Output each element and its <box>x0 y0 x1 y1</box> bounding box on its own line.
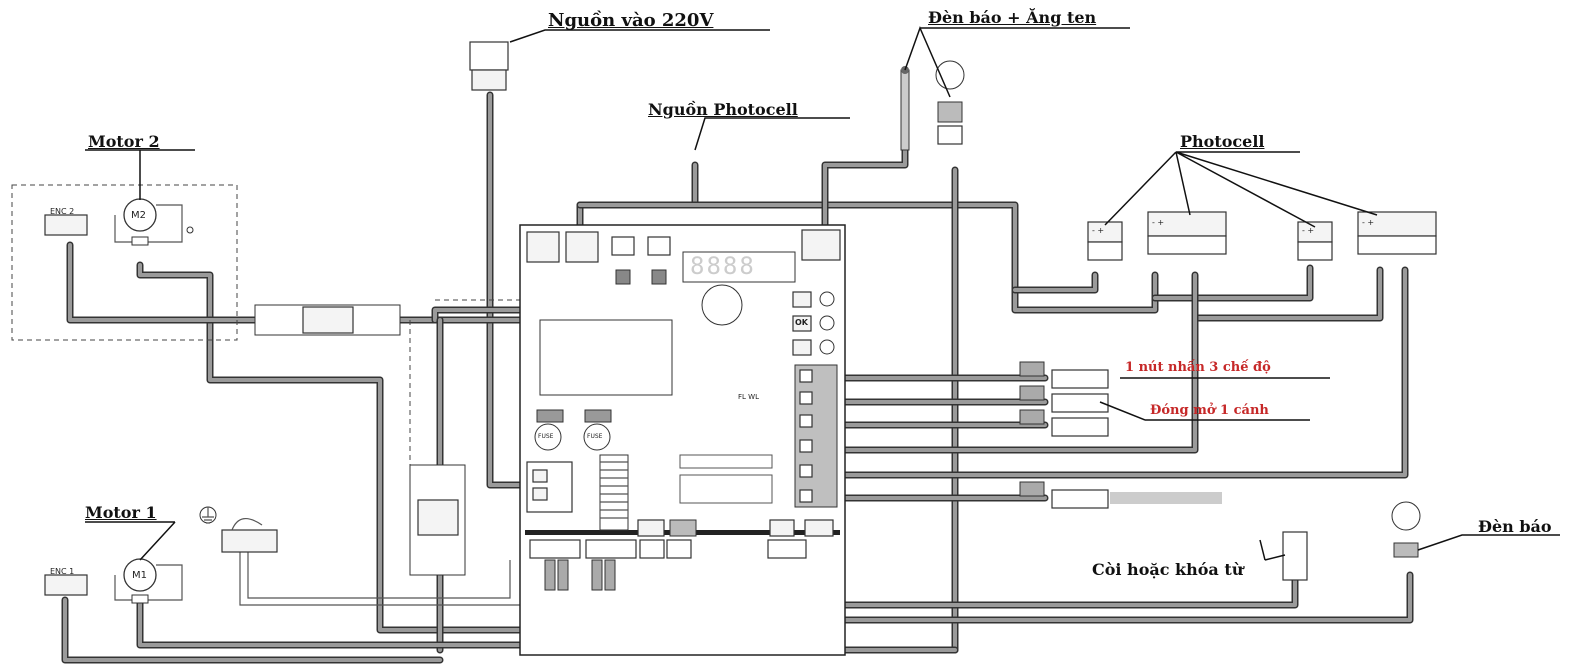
lamp-top <box>935 60 965 145</box>
coils <box>599 454 629 531</box>
label-siren-lock: Còi hoặc khóa từ <box>1092 560 1244 579</box>
lamp-bottom <box>1391 501 1421 558</box>
control-board <box>519 224 846 656</box>
label-lamp-antenna: Đèn báo + Ăng ten <box>928 8 1097 27</box>
bottom-terminals <box>529 519 834 559</box>
label-ok: OK <box>795 318 808 327</box>
power-connector <box>469 41 509 91</box>
label-lamp: Đèn báo <box>1478 517 1552 536</box>
board-top-terminals <box>526 229 841 285</box>
label-enc2: ENC 2 <box>50 207 75 216</box>
board-buttons <box>792 291 835 356</box>
photocell-units <box>1087 211 1437 261</box>
label-open-close-1-leaf: Đóng mở 1 cánh <box>1150 403 1269 418</box>
label-enc1: ENC 1 <box>50 567 75 576</box>
label-fuse-1: FUSE <box>538 433 554 440</box>
photocell-4-polarity: - + <box>1362 218 1375 227</box>
siren-lock-device <box>1282 531 1308 581</box>
label-motor-1: Motor 1 <box>85 503 157 522</box>
photocell-3-polarity: - + <box>1302 226 1315 235</box>
contact-block <box>799 369 813 503</box>
label-power-in: Nguồn vào 220V <box>548 10 714 31</box>
motor-2 <box>44 198 194 246</box>
relays <box>526 461 573 513</box>
label-button-3-modes: 1 nút nhấn 3 chế độ <box>1125 360 1271 375</box>
photocell-1-polarity: - + <box>1092 226 1105 235</box>
label-fuse-2: FUSE <box>587 433 603 440</box>
antenna <box>900 66 910 151</box>
segment-display <box>682 251 796 283</box>
label-motor-2: Motor 2 <box>88 132 160 151</box>
fuses <box>534 409 612 451</box>
push-buttons <box>1019 361 1222 509</box>
label-photocell-power: Nguồn Photocell <box>648 100 798 119</box>
junction-blocks <box>254 304 466 576</box>
photocell-2-polarity: - + <box>1152 218 1165 227</box>
label-m1: M1 <box>132 570 147 581</box>
pointer-lines <box>85 25 1560 561</box>
label-photocell: Photocell <box>1180 132 1265 151</box>
resistors <box>544 559 616 591</box>
display-digits: 8888 <box>690 252 756 280</box>
label-m2: M2 <box>131 210 146 221</box>
label-fl-wl: FL WL <box>738 393 759 401</box>
